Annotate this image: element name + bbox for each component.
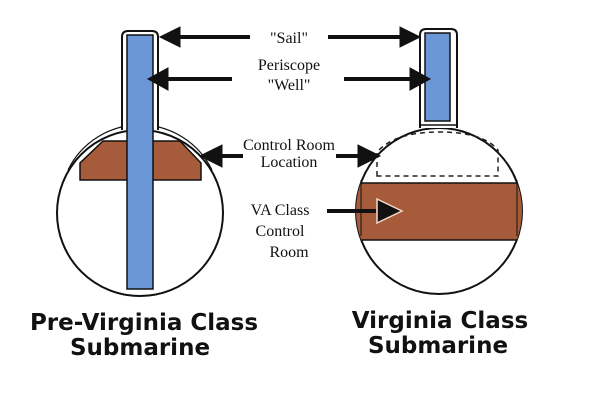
periscope-arrow-left bbox=[146, 67, 169, 91]
va-class-line1: VA Class bbox=[251, 202, 310, 219]
virginia-submarine bbox=[355, 28, 523, 295]
virginia-title-line1: Virginia Class bbox=[352, 308, 528, 334]
va-class-line3: Room bbox=[269, 244, 309, 261]
control-room-location-line2: Location bbox=[261, 154, 318, 171]
pre-virginia-title-line2: Submarine bbox=[70, 335, 210, 361]
arrows bbox=[146, 26, 432, 225]
virginia-title-line2: Submarine bbox=[368, 333, 508, 359]
pre-virginia-periscope-well bbox=[126, 34, 154, 290]
control-room-arrow-left bbox=[198, 144, 223, 168]
periscope-label-line1: Periscope bbox=[258, 57, 320, 74]
va-class-arrow bbox=[376, 197, 404, 225]
sail-arrow-left bbox=[158, 26, 181, 48]
periscope-arrow-right bbox=[409, 67, 432, 91]
control-room-arrow-right bbox=[357, 144, 382, 168]
sail-arrow-right bbox=[399, 26, 422, 48]
va-class-line2: Control bbox=[256, 223, 305, 240]
pre-virginia-submarine bbox=[56, 30, 224, 297]
control-room-location-line1: Control Room bbox=[243, 137, 336, 154]
periscope-label-line2: "Well" bbox=[268, 77, 311, 94]
virginia-old-control-room-outline bbox=[376, 131, 499, 177]
pre-virginia-title-line1: Pre-Virginia Class bbox=[30, 310, 258, 336]
sail-label: "Sail" bbox=[270, 30, 308, 47]
virginia-periscope-well bbox=[424, 32, 451, 122]
